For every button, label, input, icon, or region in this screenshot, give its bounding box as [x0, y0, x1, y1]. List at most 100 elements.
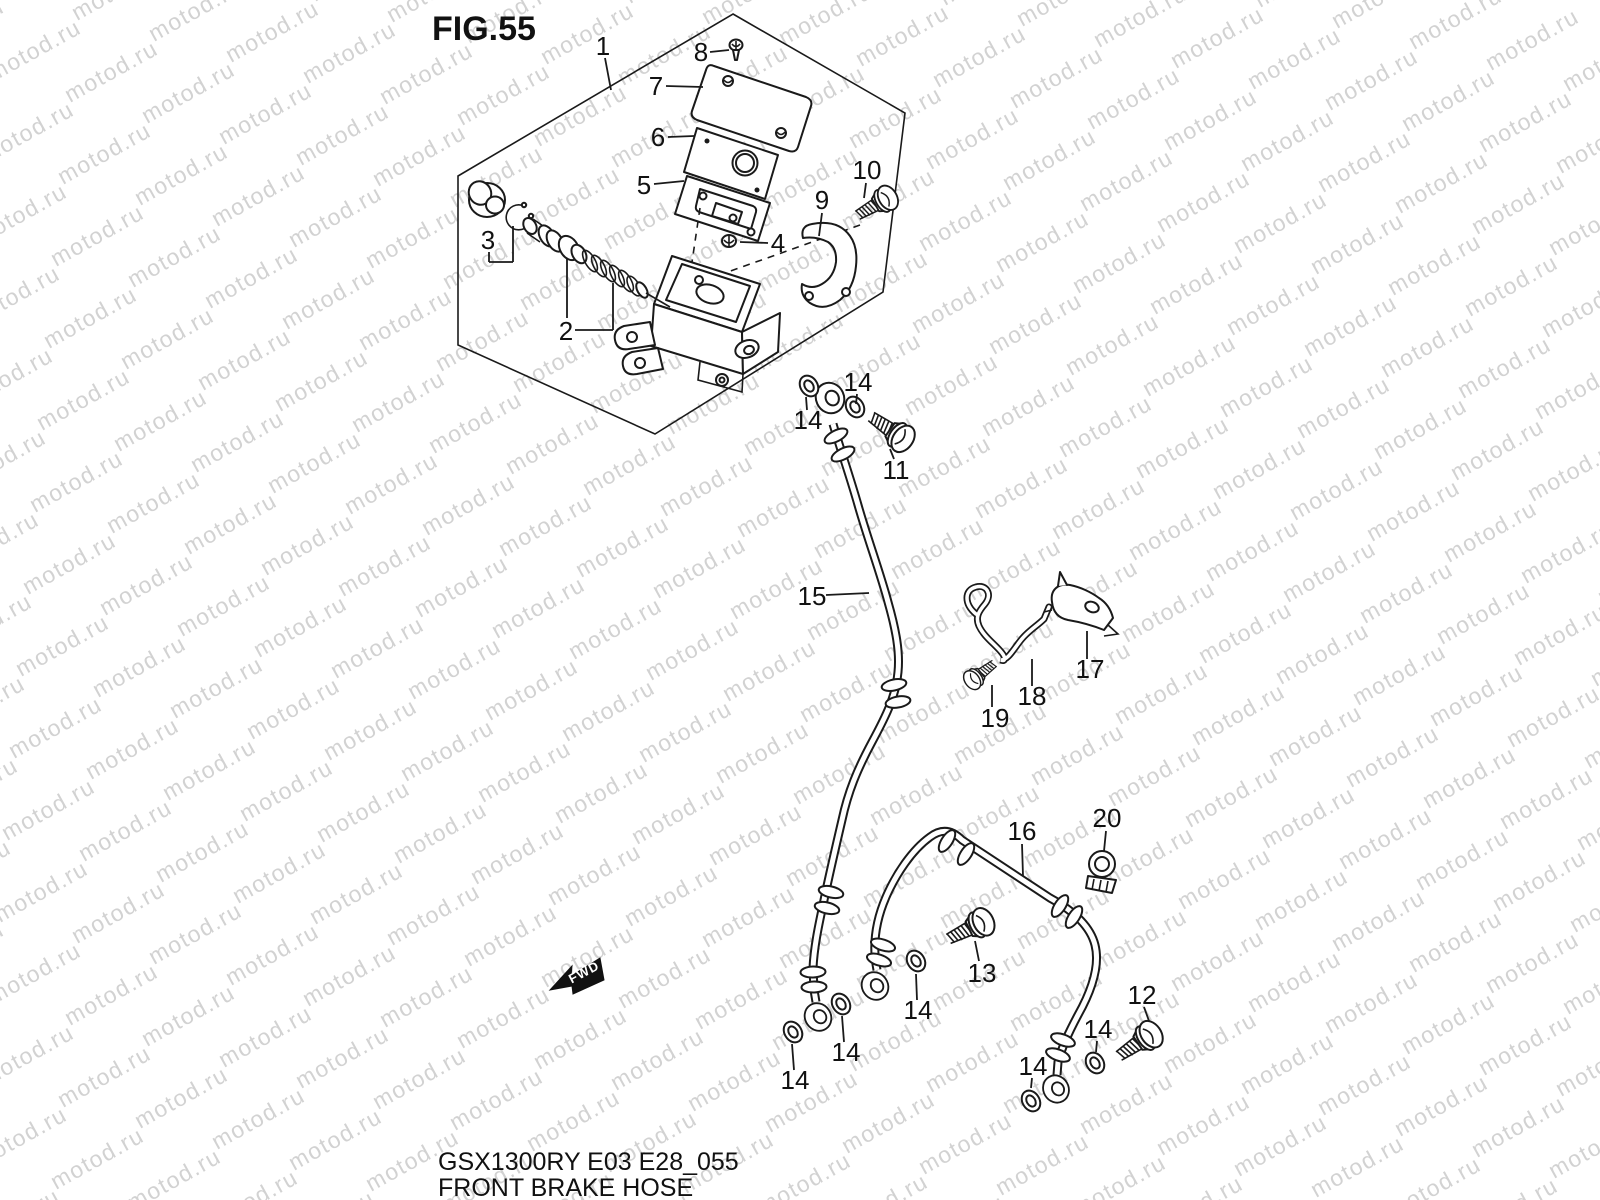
watermark-text: motod.ru — [81, 712, 183, 785]
watermark-text: motod.ru — [844, 81, 946, 154]
watermark-text: motod.ru — [242, 672, 344, 745]
watermark-text: motod.ru — [1425, 659, 1527, 732]
part-callout-9: 9 — [815, 185, 829, 215]
watermark-text: motod.ru — [1201, 514, 1303, 587]
piston-spring-2 — [522, 217, 671, 308]
watermark-text: motod.ru — [375, 960, 477, 1033]
watermark-text: motod.ru — [284, 1103, 386, 1176]
watermark-text: motod.ru — [641, 613, 743, 686]
leader-line-14 — [841, 1015, 845, 1043]
watermark-text: motod.ru — [151, 815, 253, 888]
watermark-text: motod.ru — [1313, 1048, 1415, 1121]
leader-line-7 — [665, 85, 704, 88]
watermark-text: motod.ru — [487, 571, 589, 644]
watermark-text: motod.ru — [1229, 186, 1331, 259]
clamp-20 — [1085, 850, 1117, 894]
watermark-text: motod.ru — [1117, 575, 1219, 648]
watermark-text: motod.ru — [494, 489, 596, 562]
footer: GSX1300RY E03 E28_055 FRONT BRAKE HOSE — [438, 1148, 739, 1200]
watermark-text: motod.ru — [1215, 350, 1317, 423]
watermark-text: motod.ru — [1159, 1006, 1261, 1079]
watermark-text: motod.ru — [102, 466, 204, 539]
watermark-text: motod.ru — [137, 56, 239, 129]
leader-line-4 — [739, 241, 769, 244]
leader-line-14 — [791, 1043, 795, 1071]
watermark-text: motod.ru — [1481, 926, 1583, 999]
watermark-text: motod.ru — [172, 569, 274, 642]
watermark-text: motod.ru — [207, 159, 309, 232]
watermark-text: motod.ru — [459, 899, 561, 972]
watermark-text: motod.ru — [473, 735, 575, 808]
watermark-text: motod.ru — [53, 117, 155, 190]
watermark-text: motod.ru — [1467, 1090, 1569, 1163]
part-callout-15: 15 — [798, 581, 827, 611]
leader-line-15 — [825, 592, 870, 596]
reservoir-cap-7 — [690, 64, 813, 153]
watermark-text: motod.ru — [0, 96, 78, 169]
watermark-text: motod.ru — [1187, 678, 1289, 751]
watermark-text: motod.ru — [270, 344, 372, 417]
watermark-text: motod.ru — [1320, 966, 1422, 1039]
watermark-text: motod.ru — [291, 98, 393, 171]
watermark-text: motod.ru — [1439, 495, 1541, 568]
watermark-text: motod.ru — [501, 407, 603, 480]
watermark-text: motod.ru — [1327, 884, 1429, 957]
watermark-text: motod.ru — [1054, 390, 1156, 463]
leader-line-13 — [974, 940, 980, 962]
hardware — [778, 371, 1169, 1116]
watermark-text: motod.ru — [214, 77, 316, 150]
watermark-text: motod.ru — [1306, 1130, 1408, 1200]
watermark-text: motod.ru — [1404, 905, 1506, 978]
watermark-text: motod.ru — [1432, 577, 1534, 650]
part-callout-11: 11 — [883, 455, 910, 485]
watermark-text: motod.ru — [550, 756, 652, 829]
watermark-text: motod.ru — [613, 941, 715, 1014]
part-callout-4: 4 — [771, 228, 785, 258]
watermark-text: motod.ru — [900, 348, 1002, 421]
watermark-text: motod.ru — [1418, 741, 1520, 814]
watermark-text: motod.ru — [221, 918, 323, 991]
watermark-text: motod.ru — [0, 855, 92, 928]
watermark-text: motod.ru — [1229, 1109, 1331, 1182]
watermark-text: motod.ru — [1222, 268, 1324, 341]
watermark-text: motod.ru — [1474, 1008, 1576, 1081]
watermark-text: motod.ru — [1243, 945, 1345, 1018]
watermark-text: motod.ru — [627, 777, 729, 850]
footer-title: FRONT BRAKE HOSE — [438, 1174, 693, 1200]
watermark-text: motod.ru — [1264, 699, 1366, 772]
watermark-text: motod.ru — [1383, 1151, 1485, 1200]
watermark-text: motod.ru — [1103, 739, 1205, 812]
watermark-text: motod.ru — [263, 426, 365, 499]
watermark-text: motod.ru — [158, 733, 260, 806]
watermark-text: motod.ru — [1047, 472, 1149, 545]
watermark-text: motod.ru — [620, 859, 722, 932]
watermark-text: motod.ru — [914, 1107, 1016, 1180]
bracket-17 — [1050, 571, 1120, 637]
watermark-text: motod.ru — [732, 470, 834, 543]
watermark-text: motod.ru — [1131, 411, 1233, 484]
watermark-text: motod.ru — [1180, 760, 1282, 833]
watermark-text: motod.ru — [403, 632, 505, 705]
leader-line-14 — [855, 393, 858, 405]
watermark-text: motod.ru — [1376, 310, 1478, 383]
watermark-text: motod.ru — [25, 445, 127, 518]
leader-line-6 — [667, 135, 695, 138]
watermark-text: motod.ru — [1082, 62, 1184, 135]
watermark-text: motod.ru — [326, 611, 428, 684]
watermark-text: motod.ru — [1334, 802, 1436, 875]
watermark-text: motod.ru — [46, 199, 148, 272]
watermark-text: motod.ru — [319, 693, 421, 766]
watermark-text: motod.ru — [235, 754, 337, 827]
watermark-text: motod.ru — [11, 609, 113, 682]
watermark-text: motod.ru — [53, 1040, 155, 1113]
watermark-text: motod.ru — [1495, 762, 1597, 835]
watermark-text: motod.ru — [452, 981, 554, 1054]
part-callout-14: 14 — [832, 1037, 861, 1067]
part-callout-10: 10 — [853, 155, 882, 185]
watermark-text: motod.ru — [431, 304, 533, 377]
watermark-text: motod.ru — [1236, 104, 1338, 177]
watermark-text: motod.ru — [67, 876, 169, 949]
